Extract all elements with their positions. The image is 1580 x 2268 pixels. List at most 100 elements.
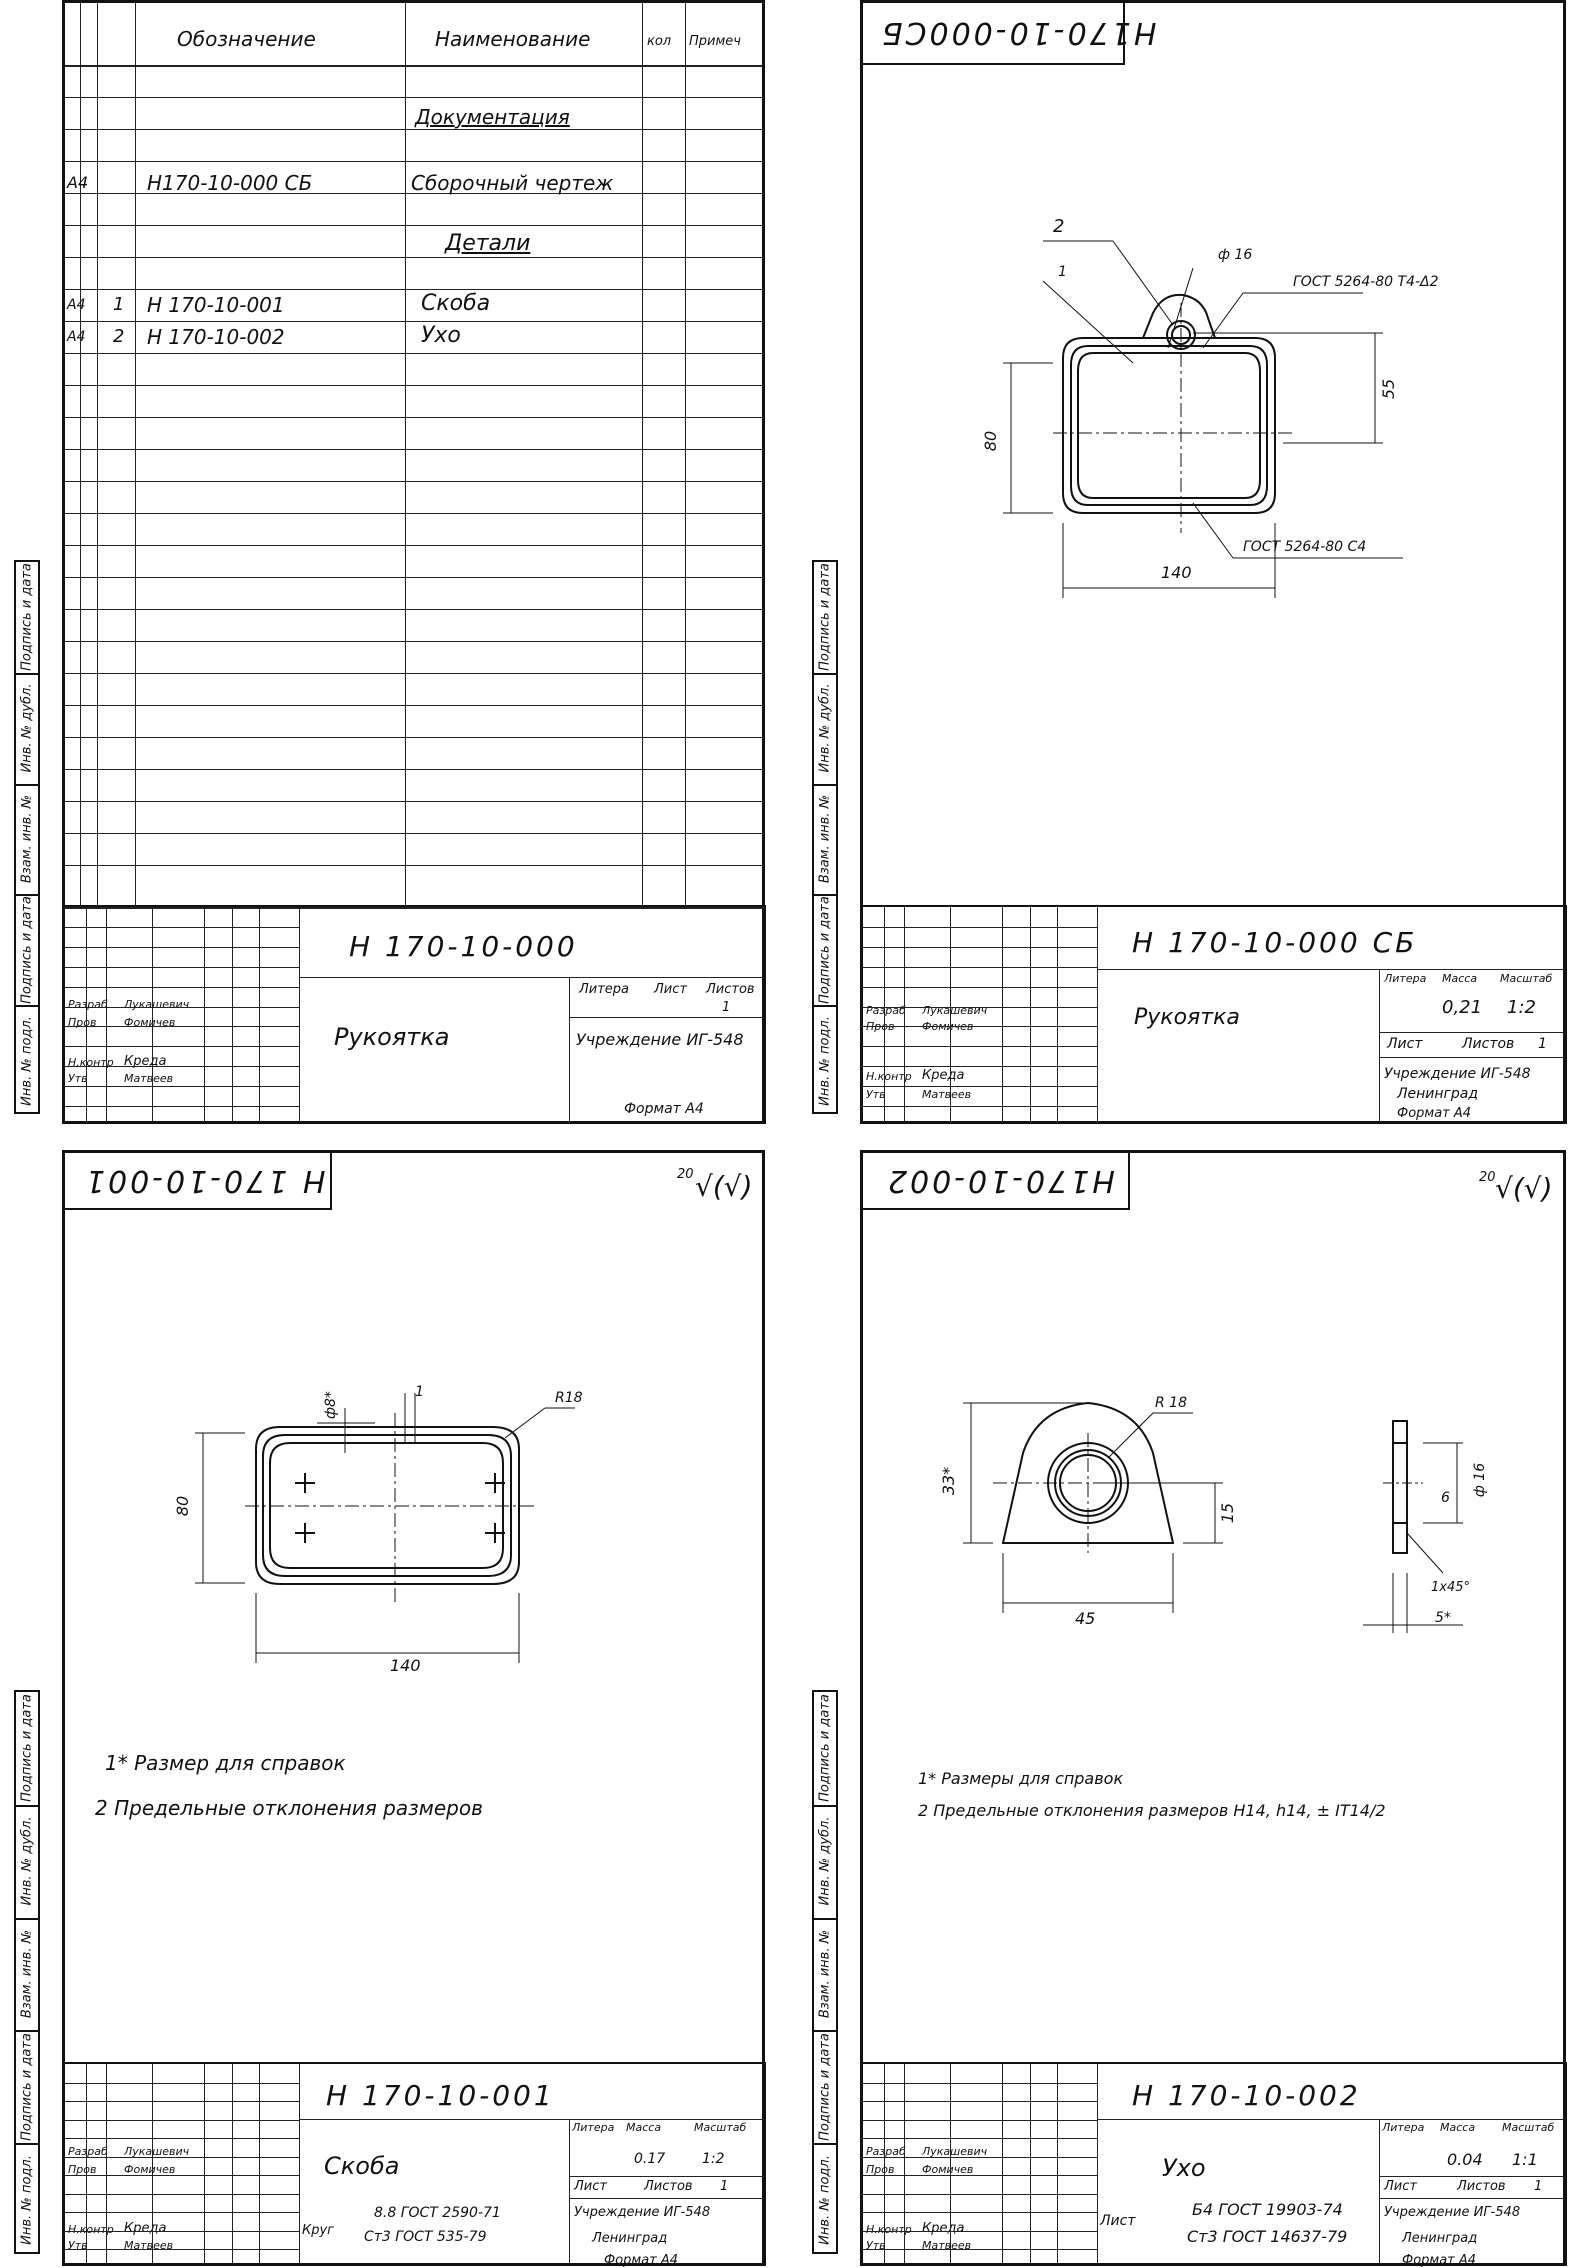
assembly-city: Ленинград xyxy=(1397,1086,1479,1102)
p1-razrab: Разраб xyxy=(68,2145,108,2158)
part1-masshtab: Масштаб xyxy=(694,2121,747,2134)
part2-dim-h: 33* xyxy=(939,1466,959,1496)
assembly-dim-h: 80 xyxy=(981,430,1001,452)
part2-pos: 2 xyxy=(113,326,125,347)
col-qty-header: кол xyxy=(647,34,672,49)
assembly-dia: ф 16 xyxy=(1218,247,1253,263)
p2-prov: Пров xyxy=(866,2163,895,2176)
spec-org: Учреждение ИГ-548 xyxy=(576,1030,744,1049)
spec-row-line xyxy=(65,481,762,482)
stamp-grid-vline xyxy=(232,2064,233,2264)
part2-mass: 0.04 xyxy=(1447,2150,1483,2169)
part1-dim-h: 80 xyxy=(173,1495,193,1517)
side-strip-label: Подпись и дата xyxy=(817,1694,833,1803)
spec-sheets-total: 1 xyxy=(722,1000,731,1015)
part2-material-label: Лист xyxy=(1100,2213,1136,2229)
stamp-grid-hline xyxy=(64,2212,299,2214)
doc-name: Сборочный чертеж xyxy=(411,171,614,195)
side-strip-divider xyxy=(16,1804,38,1807)
stamp-grid-vline xyxy=(259,907,260,1122)
stamp-grid-hline xyxy=(862,1026,1097,1028)
part2-note-1: 1* Размеры для справок xyxy=(918,1769,1124,1788)
stamp-grid-vline xyxy=(950,2064,951,2264)
stamp-grid-hline xyxy=(64,1086,299,1088)
p2-razrab: Разраб xyxy=(866,2145,906,2158)
stamp-grid-vline xyxy=(904,907,905,1122)
part2-dim-t: 6 xyxy=(1441,1490,1450,1506)
side-strip-label: Взам. инв. № xyxy=(19,794,35,884)
side-strip-divider xyxy=(814,1804,836,1807)
spec-row-line xyxy=(65,321,762,322)
part2-format: Формат А4 xyxy=(1402,2253,1477,2268)
assembly-code: Н 170-10-000 СБ xyxy=(1132,926,1418,959)
p1-nkontr: Н.контр xyxy=(68,2223,114,2236)
part2-title-block: Н 170-10-002 Ухо Литера Масса Масштаб 0.… xyxy=(860,2062,1567,2268)
col-name-header: Наименование xyxy=(435,27,591,51)
spec-row-line xyxy=(65,385,762,386)
part1-pos: 1 xyxy=(113,294,125,315)
stamp-grid-hline xyxy=(862,966,1097,968)
part2-city: Ленинград xyxy=(1402,2231,1478,2246)
stamp-grid-hline xyxy=(862,2119,1097,2121)
part2-material-1: Б4 ГОСТ 19903-74 xyxy=(1192,2200,1343,2219)
side-strip-divider xyxy=(16,672,38,675)
stamp-grid-hline xyxy=(64,986,299,988)
side-strip-label: Инв. № подл. xyxy=(19,2154,35,2245)
spec-row-line xyxy=(65,577,762,578)
stamp-grid-hline xyxy=(862,2249,1097,2251)
part2-dim-r: R 18 xyxy=(1155,1395,1187,1411)
stamp-grid-hline xyxy=(64,2193,299,2195)
assembly-sheets: 1 xyxy=(1538,1036,1547,1052)
stamp-grid-hline xyxy=(862,1006,1097,1008)
stamp-grid-vline xyxy=(1030,2064,1031,2264)
spec-row-line xyxy=(65,97,762,98)
spec-row-line xyxy=(65,865,762,866)
doc-designation: Н170-10-000 СБ xyxy=(147,171,313,195)
stamp-grid-hline xyxy=(64,2082,299,2084)
stamp-grid-vline xyxy=(1057,907,1058,1122)
part2-scale: 1:1 xyxy=(1512,2150,1538,2169)
spec-row-line xyxy=(65,353,762,354)
stamp-grid-vline xyxy=(904,2064,905,2264)
part2-format: А4 xyxy=(67,329,86,345)
p2-nkontr: Н.контр xyxy=(866,2223,912,2236)
part1-list: Лист xyxy=(574,2179,607,2194)
assembly-weld2: ГОСТ 5264-80 С4 xyxy=(1243,539,1367,555)
part1-dim-d: ф8* xyxy=(322,1391,339,1419)
side-strip-label: Подпись и дата xyxy=(19,2032,35,2141)
spec-razrab-name: Лукашевич xyxy=(124,998,190,1011)
section-parts: Детали xyxy=(445,231,531,256)
side-strip-label: Инв. № подл. xyxy=(817,1015,833,1106)
asm-razrab-name: Лукашевич xyxy=(922,1004,988,1017)
spec-row-line xyxy=(65,641,762,642)
part2-masshtab: Масштаб xyxy=(1502,2121,1555,2134)
part1-roughness-value: 20 xyxy=(677,1167,694,1182)
stamp-grid-hline xyxy=(862,986,1097,988)
section-docs: Документация xyxy=(415,105,570,129)
side-strip-divider xyxy=(814,2030,836,2033)
part2-listov: Листов xyxy=(1457,2179,1506,2194)
stamp-grid-vline xyxy=(86,907,87,1122)
stamp-grid-vline xyxy=(152,907,153,1122)
part1-dim-r: R18 xyxy=(555,1390,583,1406)
side-strip-label: Инв. № дубл. xyxy=(817,1816,833,1906)
part2-dim-d: ф 16 xyxy=(1472,1462,1489,1498)
stamp-grid-hline xyxy=(862,2156,1097,2158)
part1-drawing xyxy=(195,1393,575,1663)
stamp-grid-hline xyxy=(64,2230,299,2232)
spec-nkontr-name: Креда xyxy=(124,1054,167,1069)
stamp-grid-vline xyxy=(1030,907,1031,1122)
stamp-grid-hline xyxy=(862,2230,1097,2232)
side-strip-label: Подпись и дата xyxy=(817,895,833,1004)
part1-note-2: 2 Предельные отклонения размеров xyxy=(95,1796,483,1820)
part1-name: Скоба xyxy=(421,291,491,316)
assembly-listov: Листов xyxy=(1462,1036,1515,1052)
part1-dim-pos: 1 xyxy=(415,1384,424,1400)
stamp-grid-hline xyxy=(862,926,1097,928)
side-strip-label: Подпись и дата xyxy=(817,563,833,672)
spec-row-line xyxy=(65,833,762,834)
stamp-grid-hline xyxy=(64,1066,299,1068)
side-strip-label: Взам. инв. № xyxy=(817,794,833,884)
assembly-mass: 0,21 xyxy=(1442,997,1483,1018)
